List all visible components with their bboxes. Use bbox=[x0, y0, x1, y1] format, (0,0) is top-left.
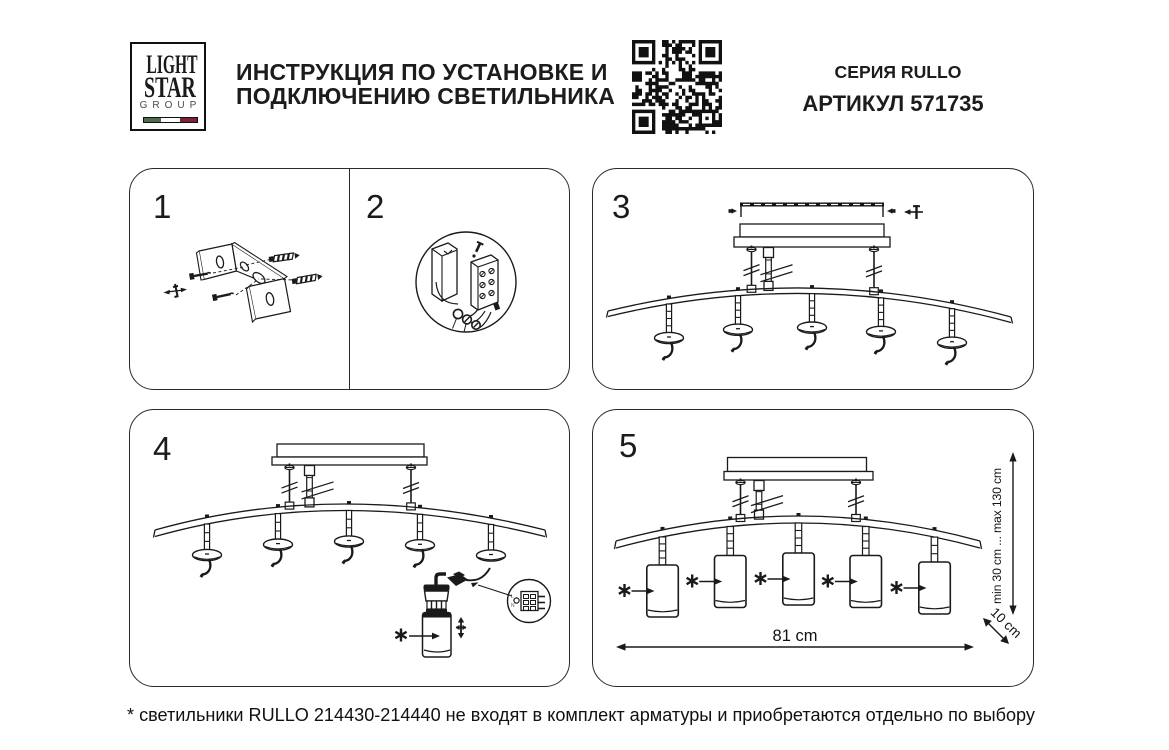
svg-text:81 cm: 81 cm bbox=[773, 627, 818, 645]
svg-text:N: N bbox=[511, 603, 515, 609]
svg-text:L: L bbox=[511, 594, 514, 600]
svg-text:min 30 cm ... max 130 cm: min 30 cm ... max 130 cm bbox=[990, 468, 1004, 604]
